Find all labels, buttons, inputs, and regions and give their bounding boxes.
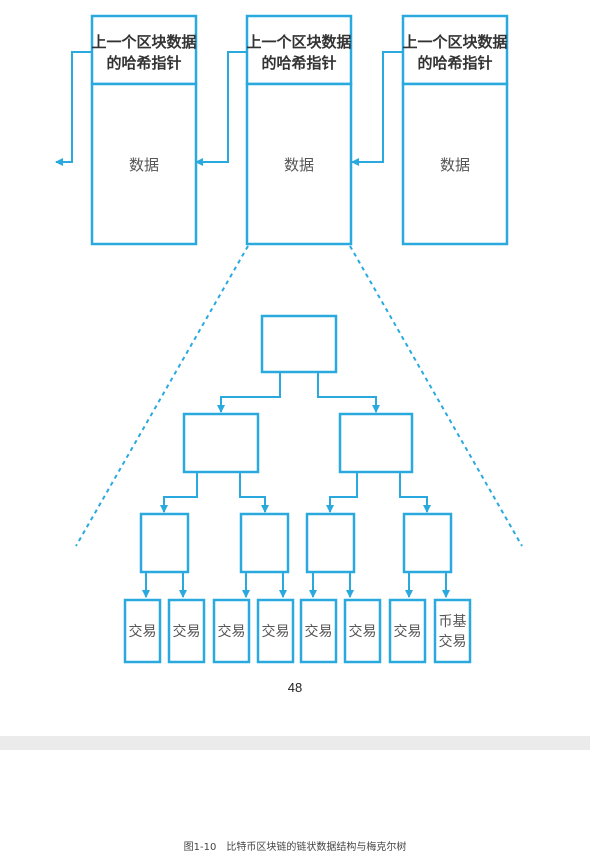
transaction-box-4 xyxy=(256,598,295,664)
merkle-edge-l1left-1 xyxy=(160,472,198,513)
merkle-edge-l1right-1 xyxy=(326,472,358,513)
block-3: 上一个区块数据 的哈希指针 数据 xyxy=(401,14,509,246)
block-3-data-box xyxy=(401,82,509,246)
transaction-label-6: 交易 xyxy=(349,623,377,640)
transaction-box-1 xyxy=(123,598,162,664)
merkle-edge-root-right xyxy=(317,372,380,413)
figure-caption: 图1-10 比特币区块链的链状数据结构与梅克尔树 xyxy=(183,842,407,853)
coinbase-label-line2: 交易 xyxy=(439,633,467,650)
page-number: 48 xyxy=(287,680,303,695)
merkle-edge-l1left-2 xyxy=(239,472,269,513)
merkle-node-level2-1 xyxy=(139,512,190,574)
merkle-edge-l1right-2 xyxy=(399,472,431,513)
block-2: 上一个区块数据 的哈希指针 数据 xyxy=(245,14,353,246)
page-divider xyxy=(0,736,590,750)
block-3-header-line1: 上一个区块数据 xyxy=(402,33,507,51)
zoom-line-left xyxy=(75,245,249,547)
block-2-header-line2: 的哈希指针 xyxy=(261,54,336,72)
transaction-box-5 xyxy=(299,598,338,664)
transaction-label-1: 交易 xyxy=(129,623,157,640)
block-1-header-line2: 的哈希指针 xyxy=(106,54,181,72)
block-1-header-line1: 上一个区块数据 xyxy=(91,33,196,51)
transaction-box-7 xyxy=(388,598,427,664)
transaction-label-4: 交易 xyxy=(262,623,290,640)
block-2-data-label: 数据 xyxy=(284,156,314,174)
transaction-label-7: 交易 xyxy=(394,623,422,640)
merkle-node-level2-3 xyxy=(305,512,356,574)
hash-pointer-arrow-2 xyxy=(195,51,247,166)
merkle-node-level1-right xyxy=(338,412,414,474)
coinbase-label-line1: 币基 xyxy=(439,613,467,630)
transaction-label-5: 交易 xyxy=(305,623,333,640)
hash-pointer-arrow-3 xyxy=(351,51,403,166)
merkle-node-level1-left xyxy=(182,412,260,474)
block-1-data-label: 数据 xyxy=(129,156,159,174)
merkle-root-node xyxy=(260,314,338,374)
zoom-line-right xyxy=(349,245,523,547)
transaction-box-3 xyxy=(212,598,251,664)
block-1-header-box xyxy=(90,14,198,86)
merkle-node-level2-2 xyxy=(239,512,290,574)
block-1: 上一个区块数据 的哈希指针 数据 xyxy=(90,14,198,246)
merkle-node-level2-4 xyxy=(402,512,453,574)
transaction-label-3: 交易 xyxy=(218,623,246,640)
block-3-header-line2: 的哈希指针 xyxy=(417,54,492,72)
blockchain-merkle-diagram: 上一个区块数据 的哈希指针 数据 上一个区块数据 的哈希指针 数据 上一个区块数… xyxy=(55,14,523,664)
block-2-header-line1: 上一个区块数据 xyxy=(246,33,351,51)
block-1-data-box xyxy=(90,82,198,246)
transaction-box-2 xyxy=(167,598,206,664)
transaction-label-2: 交易 xyxy=(173,623,201,640)
merkle-edge-root-left xyxy=(217,372,281,413)
hash-pointer-arrow-1 xyxy=(55,51,92,166)
block-3-data-label: 数据 xyxy=(440,156,470,174)
transaction-box-6 xyxy=(343,598,382,664)
coinbase-transaction-box xyxy=(433,598,472,664)
